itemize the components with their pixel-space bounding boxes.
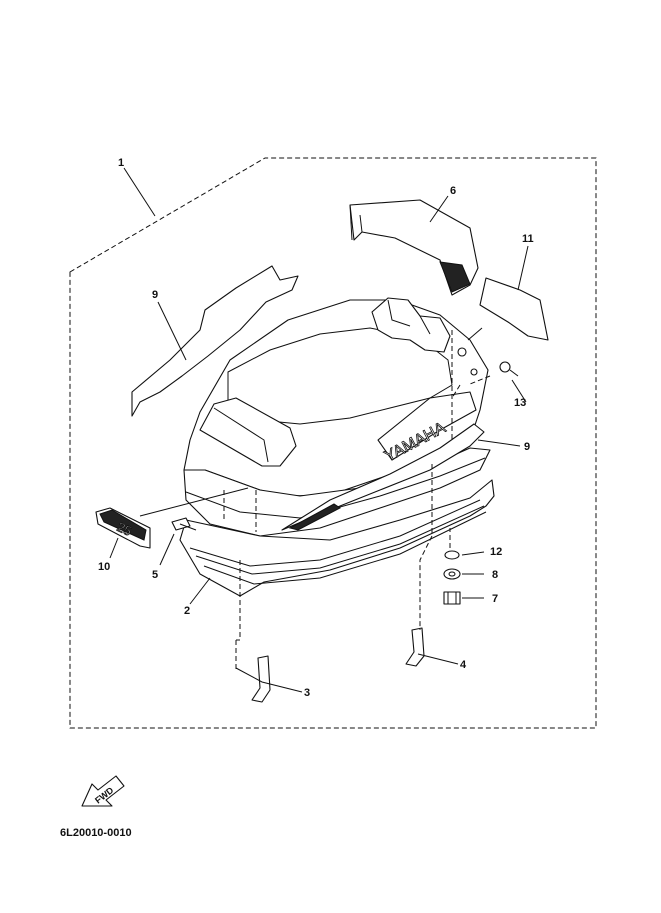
callout-6: 6 xyxy=(450,185,456,197)
part-12-washer xyxy=(444,550,460,560)
part-2-seal xyxy=(179,479,495,597)
callout-10: 10 xyxy=(98,561,110,573)
callout-labels: 1 2 3 4 5 6 7 8 9 9 10 11 12 13 xyxy=(98,157,534,699)
part-8-grommet-hole xyxy=(448,571,456,577)
part-11-side-panel xyxy=(479,277,549,341)
callout-3: 3 xyxy=(304,687,310,699)
part-5-screw xyxy=(171,517,197,531)
callout-7: 7 xyxy=(492,593,498,605)
main-cowling: YAMAHA xyxy=(183,297,491,537)
callout-2: 2 xyxy=(184,605,190,617)
part-13-screw xyxy=(499,361,519,377)
part-8-grommet xyxy=(443,568,461,580)
callout-13: 13 xyxy=(514,397,526,409)
fwd-arrow-icon: FWD xyxy=(81,775,125,807)
callout-5: 5 xyxy=(152,569,158,581)
assembly-boundary xyxy=(69,157,597,729)
part-3-bracket xyxy=(251,655,271,703)
part-10-decal: 25 xyxy=(95,507,151,549)
diagram-code: 6L20010-0010 xyxy=(60,827,132,839)
part-9-upper-panel xyxy=(131,265,299,417)
model-decal-text: 25 xyxy=(115,519,134,539)
callout-9-upper: 9 xyxy=(152,289,158,301)
part-7-nut xyxy=(443,591,461,605)
callout-8: 8 xyxy=(492,569,498,581)
leader-lines xyxy=(109,167,529,693)
callout-4: 4 xyxy=(460,659,467,671)
part-4-bracket xyxy=(405,627,425,667)
part-6-lid-cover xyxy=(349,199,479,296)
callout-11: 11 xyxy=(522,233,534,245)
alignment-lines xyxy=(223,330,491,670)
callout-9-right: 9 xyxy=(524,441,530,453)
callout-12: 12 xyxy=(490,546,502,558)
callout-1: 1 xyxy=(118,157,124,169)
